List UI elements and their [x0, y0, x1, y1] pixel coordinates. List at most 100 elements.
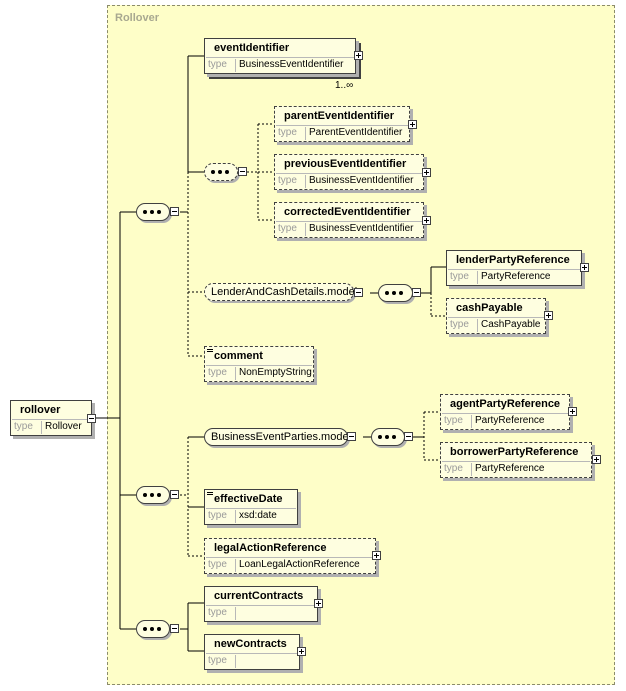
expand-toggle-lenderPartyReference[interactable] — [580, 263, 589, 272]
type-row: type BusinessEventIdentifier — [276, 173, 422, 188]
type-value — [235, 607, 239, 620]
element-name: eventIdentifier — [214, 42, 290, 54]
group-business-event-parties[interactable]: BusinessEventParties.model — [204, 428, 352, 446]
sequence-compositor-2[interactable] — [136, 486, 170, 504]
type-value: PartyReference — [471, 415, 544, 428]
element-name: rollover — [20, 404, 61, 416]
element-newContracts[interactable]: newContracts type — [204, 634, 300, 670]
expand-toggle-borrowerPartyReference[interactable] — [592, 455, 601, 464]
type-value: PartyReference — [477, 271, 550, 284]
collapse-toggle-sequence-1[interactable] — [170, 207, 179, 216]
type-key: type — [444, 415, 463, 426]
type-value: NonEmptyString — [235, 367, 312, 380]
type-key: type — [278, 127, 297, 138]
element-agentPartyReference[interactable]: agentPartyReference type PartyReference — [440, 394, 570, 430]
collapse-toggle-lender-group[interactable] — [354, 288, 363, 297]
sequence-compositor-business[interactable] — [371, 428, 405, 446]
type-key: type — [208, 559, 227, 570]
complex-type-title: Rollover — [115, 12, 160, 24]
collapse-toggle-business-sequence[interactable] — [404, 432, 413, 441]
type-row: type — [206, 653, 298, 668]
sequence-compositor-optional[interactable] — [204, 163, 238, 181]
group-lender-and-cash-details[interactable]: LenderAndCashDetails.model — [204, 283, 358, 301]
expand-toggle-previousEventIdentifier[interactable] — [422, 168, 431, 177]
group-name: LenderAndCashDetails.model — [211, 286, 358, 298]
element-legalActionReference[interactable]: legalActionReference type LoanLegalActio… — [204, 538, 376, 574]
collapse-toggle-lender-sequence[interactable] — [412, 288, 421, 297]
element-name: legalActionReference — [214, 542, 327, 554]
sequence-compositor-1[interactable] — [136, 203, 170, 221]
type-value: LoanLegalActionReference — [235, 559, 360, 572]
type-key: type — [444, 463, 463, 474]
type-row: type BusinessEventIdentifier — [206, 57, 354, 72]
expand-toggle-parentEventIdentifier[interactable] — [408, 120, 417, 129]
sequence-compositor-3[interactable] — [136, 620, 170, 638]
type-row: type LoanLegalActionReference — [206, 557, 374, 572]
element-lenderPartyReference[interactable]: lenderPartyReference type PartyReference — [446, 250, 582, 286]
documentation-icon — [207, 349, 213, 354]
type-value: BusinessEventIdentifier — [235, 59, 344, 72]
element-parentEventIdentifier[interactable]: parentEventIdentifier type ParentEventId… — [274, 106, 410, 142]
expand-toggle-newContracts[interactable] — [297, 647, 306, 656]
sequence-compositor-lender[interactable] — [378, 284, 413, 302]
expand-toggle-currentContracts[interactable] — [314, 599, 323, 608]
expand-toggle-legalActionReference[interactable] — [372, 551, 381, 560]
element-name: borrowerPartyReference — [450, 446, 579, 458]
element-borrowerPartyReference[interactable]: borrowerPartyReference type PartyReferen… — [440, 442, 592, 478]
element-name: correctedEventIdentifier — [284, 206, 411, 218]
type-row: type — [206, 605, 316, 620]
element-name: comment — [214, 350, 263, 362]
type-value: Rollover — [41, 421, 82, 434]
type-key: type — [278, 175, 297, 186]
collapse-toggle-business-group[interactable] — [347, 432, 356, 441]
root-element-rollover[interactable]: rollover type Rollover — [10, 400, 92, 436]
element-name: agentPartyReference — [450, 398, 561, 410]
type-key: type — [208, 367, 227, 378]
element-currentContracts[interactable]: currentContracts type — [204, 586, 318, 622]
type-key: type — [208, 607, 227, 618]
expand-toggle-agentPartyReference[interactable] — [568, 407, 577, 416]
element-name: parentEventIdentifier — [284, 110, 395, 122]
element-name: lenderPartyReference — [456, 254, 570, 266]
type-row: type PartyReference — [448, 269, 580, 284]
collapse-toggle-sequence-2[interactable] — [170, 490, 179, 499]
element-name: cashPayable — [456, 302, 523, 314]
type-key: type — [208, 59, 227, 70]
expand-toggle-correctedEventIdentifier[interactable] — [422, 216, 431, 225]
type-row: type PartyReference — [442, 413, 568, 428]
element-correctedEventIdentifier[interactable]: correctedEventIdentifier type BusinessEv… — [274, 202, 424, 238]
element-name: previousEventIdentifier — [284, 158, 407, 170]
type-value: PartyReference — [471, 463, 544, 476]
collapse-toggle-sequence-3[interactable] — [170, 624, 179, 633]
type-row: type NonEmptyString — [206, 365, 312, 380]
collapse-toggle-optional-sequence[interactable] — [238, 167, 247, 176]
collapse-toggle-rollover[interactable] — [87, 414, 96, 423]
expand-toggle-eventIdentifier[interactable] — [354, 51, 363, 60]
element-previousEventIdentifier[interactable]: previousEventIdentifier type BusinessEve… — [274, 154, 424, 190]
element-eventIdentifier[interactable]: eventIdentifier type BusinessEventIdenti… — [204, 38, 356, 74]
type-row: type Rollover — [12, 419, 90, 434]
type-value: xsd:date — [235, 510, 277, 523]
element-name: currentContracts — [214, 590, 304, 602]
element-name: effectiveDate — [214, 493, 283, 505]
type-key: type — [450, 271, 469, 282]
type-row: type CashPayable — [448, 317, 544, 332]
group-name: BusinessEventParties.model — [211, 431, 352, 443]
type-key: type — [450, 319, 469, 330]
expand-toggle-cashPayable[interactable] — [544, 311, 553, 320]
element-cashPayable[interactable]: cashPayable type CashPayable — [446, 298, 546, 334]
cardinality-label: 1..∞ — [335, 80, 354, 91]
element-comment[interactable]: comment type NonEmptyString — [204, 346, 314, 382]
type-value — [235, 655, 239, 668]
type-key: type — [278, 223, 297, 234]
type-value: CashPayable — [477, 319, 540, 332]
type-row: type ParentEventIdentifier — [276, 125, 408, 140]
element-effectiveDate[interactable]: effectiveDate type xsd:date — [204, 489, 298, 525]
type-key: type — [208, 655, 227, 666]
type-row: type xsd:date — [206, 508, 296, 523]
type-key: type — [208, 510, 227, 521]
type-key: type — [14, 421, 33, 432]
type-value: BusinessEventIdentifier — [305, 223, 414, 236]
